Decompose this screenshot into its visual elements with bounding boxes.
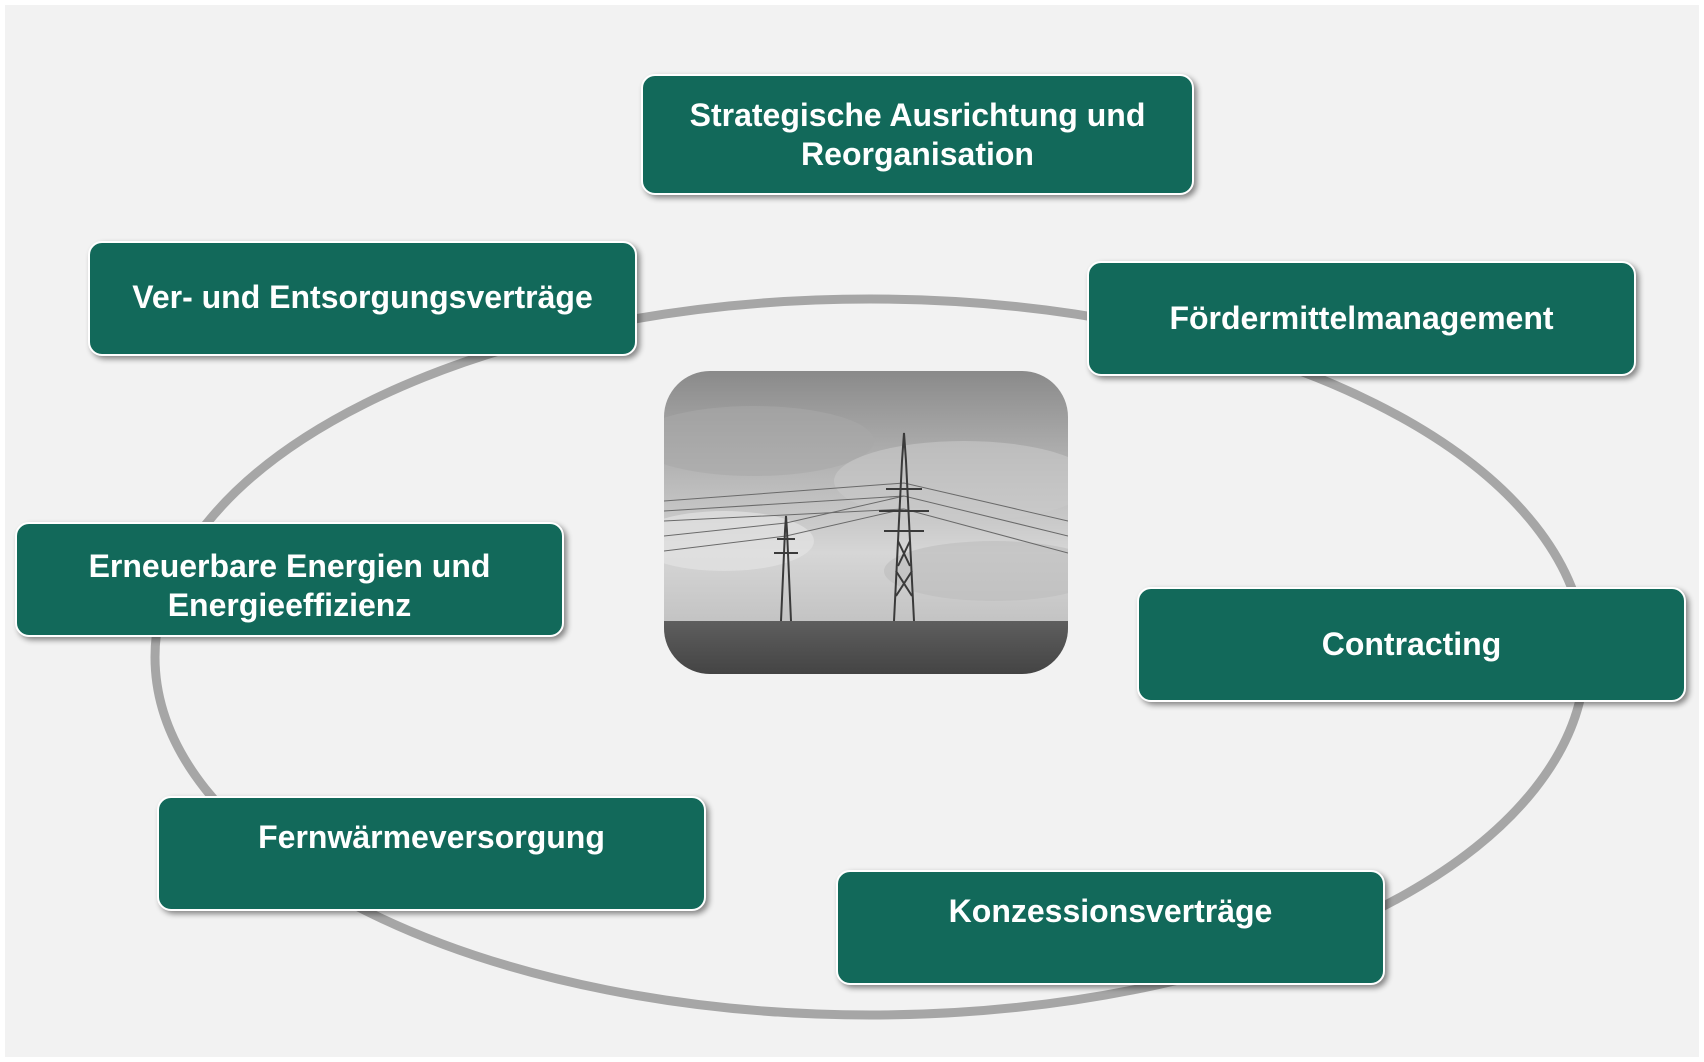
item-foerdermittelmanagement: Fördermittelmanagement xyxy=(1087,261,1636,376)
item-fernwaermeversorgung: Fernwärmeversorgung xyxy=(157,796,706,911)
item-konzessionsvertraege: Konzessionsverträge xyxy=(836,870,1385,985)
item-label: Fördermittelmanagement xyxy=(1169,300,1554,336)
power-lines-photo xyxy=(664,371,1068,674)
item-label: Konzessionsverträge xyxy=(948,893,1273,929)
item-strategische-ausrichtung: Strategische Ausrichtung und Reorganisat… xyxy=(641,74,1194,195)
item-label: Strategische Ausrichtung und Reorganisat… xyxy=(689,96,1146,172)
item-erneuerbare-energien: Erneuerbare Energien und Energieeffizien… xyxy=(15,522,564,637)
item-contracting: Contracting xyxy=(1137,587,1686,702)
item-label: Contracting xyxy=(1321,626,1502,662)
item-ver-und-entsorgungsvertraege: Ver- und Entsorgungsverträge xyxy=(88,241,637,356)
item-label: Fernwärmeversorgung xyxy=(258,819,605,855)
item-label: Erneuerbare Energien und Energieeffizien… xyxy=(88,547,491,623)
item-label: Ver- und Entsorgungsverträge xyxy=(132,279,593,315)
